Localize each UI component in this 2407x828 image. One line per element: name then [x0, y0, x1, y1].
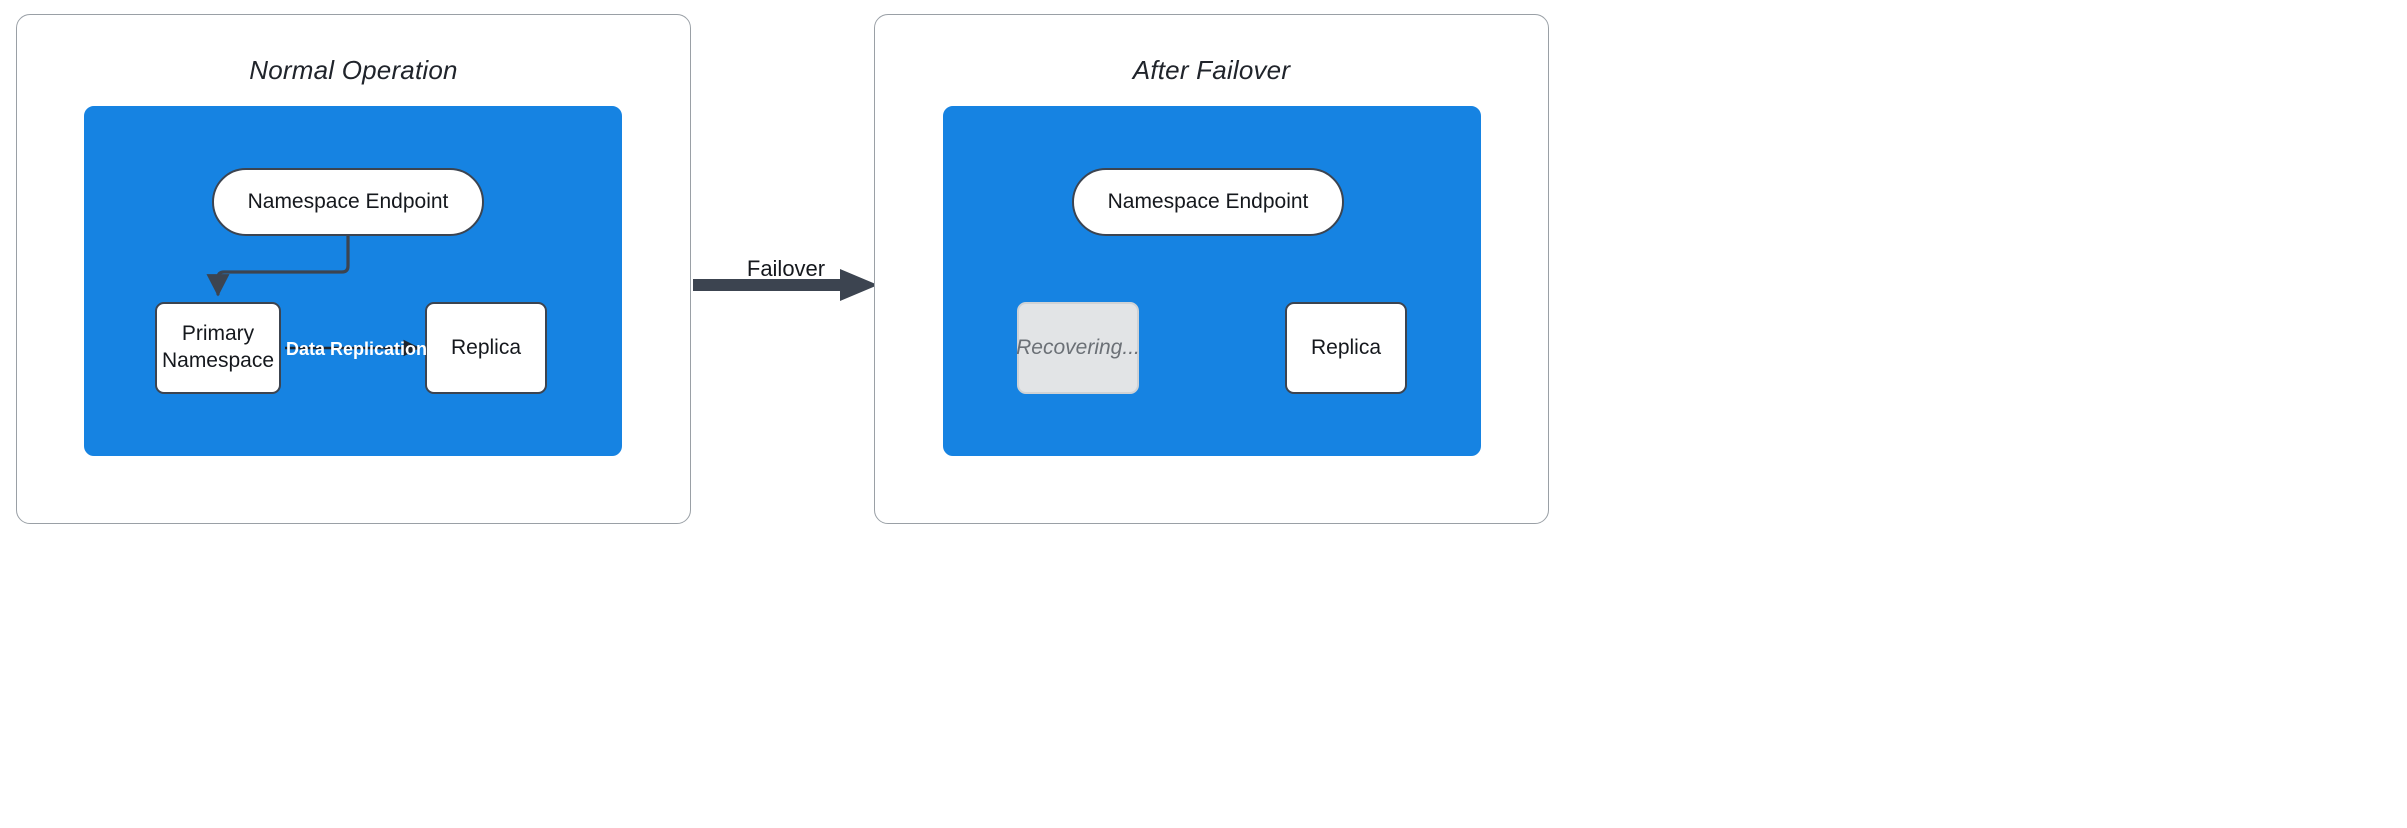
cluster-left-region — [84, 106, 622, 456]
node-namespace-endpoint-right[interactable]: Namespace Endpoint — [1072, 168, 1344, 236]
node-replica-left[interactable]: Replica — [425, 302, 547, 394]
node-namespace-endpoint-left[interactable]: Namespace Endpoint — [212, 168, 484, 236]
panel-title-normal-operation: Normal Operation — [249, 55, 458, 85]
node-label-primary-namespace-line1: Primary — [181, 322, 255, 346]
node-label-replica-left: Replica — [450, 335, 522, 359]
node-primary-namespace[interactable]: Primary Namespace — [155, 302, 281, 394]
edge-label-failover: Failover — [746, 256, 826, 281]
node-label-namespace-endpoint-right: Namespace Endpoint — [1107, 190, 1309, 213]
node-replica-right[interactable]: Replica — [1285, 302, 1407, 394]
cluster-right-region — [943, 106, 1481, 456]
edge-label-data-replication: Data Replication — [286, 339, 428, 359]
panel-title-after-failover: After Failover — [1132, 55, 1291, 85]
node-label-namespace-endpoint-left: Namespace Endpoint — [247, 190, 449, 213]
node-label-recovering: Recovering... — [1016, 335, 1140, 359]
node-label-replica-right: Replica — [1310, 335, 1382, 359]
node-label-primary-namespace-line2: Namespace — [161, 349, 275, 372]
node-recovering[interactable]: Recovering... — [1016, 302, 1140, 394]
